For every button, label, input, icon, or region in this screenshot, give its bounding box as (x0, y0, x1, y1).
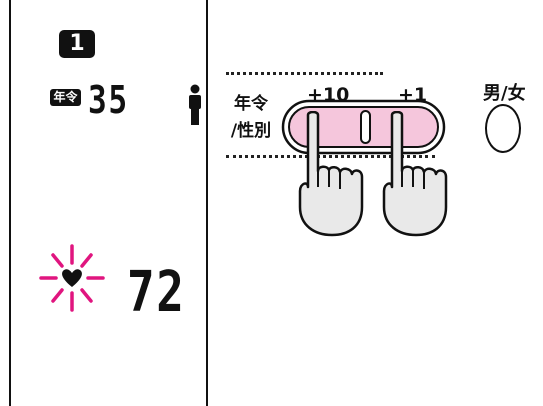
age-gender-label: 年令 /性別 (226, 91, 276, 145)
step-badge: 1 (59, 30, 95, 58)
guide-line-bottom (226, 155, 435, 158)
gender-button[interactable] (485, 104, 521, 153)
age-tag: 年令 (50, 89, 81, 106)
guide-line-top (226, 72, 383, 75)
age-value: 35 (88, 78, 129, 122)
age-gender-label-line1: 年令 (234, 94, 268, 114)
pressing-finger-icon (298, 111, 364, 237)
pulse-value: 72 (127, 260, 186, 325)
age-rocker-button[interactable] (281, 99, 446, 155)
blinking-heart-icon (39, 244, 105, 312)
pressing-finger-icon (382, 111, 448, 237)
age-gender-label-line2: /性別 (230, 121, 272, 141)
male-person-icon (189, 84, 201, 125)
lcd-display: 1 年令 35 72 (9, 0, 208, 406)
gender-label: 男/女 (483, 83, 526, 104)
